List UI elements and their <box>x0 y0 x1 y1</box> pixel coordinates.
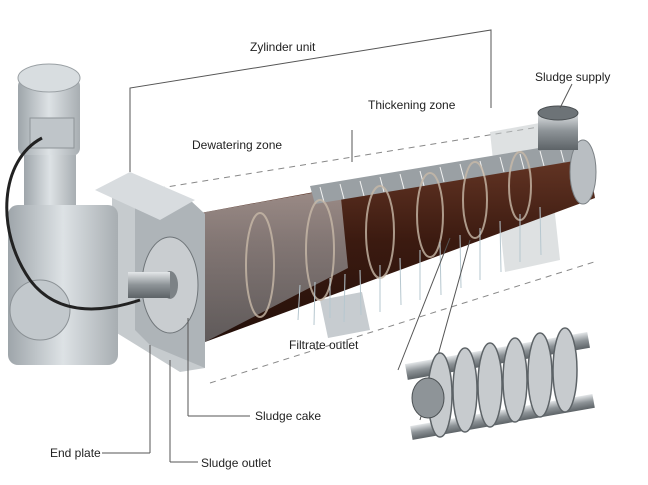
gearbox-flange <box>9 279 71 341</box>
label-thickening-zone: Thickening zone <box>368 98 456 112</box>
filtrate-drips <box>297 206 542 326</box>
output-shaft <box>128 272 170 298</box>
label-sludge-cake: Sludge cake <box>255 409 322 423</box>
frame-guide-top <box>147 125 546 191</box>
gearbox-upper <box>24 155 76 205</box>
drum-end-cap <box>569 139 597 205</box>
motor-cable <box>5 136 141 311</box>
label-end-plate: End plate <box>50 446 101 460</box>
ring-assembly-detail <box>405 327 595 440</box>
terminal-box <box>29 117 75 149</box>
cylinder-unit-bracket <box>129 29 492 172</box>
drum-shell-dewatering <box>195 188 348 342</box>
zoom-line-upper <box>397 237 451 371</box>
inlet-mouth <box>537 105 579 121</box>
label-cylinder-unit: Zylinder unit <box>250 40 316 54</box>
thickening-ring-band <box>310 142 580 204</box>
base-foot-right <box>320 292 370 338</box>
frame-guide-bottom <box>209 261 595 384</box>
label-filtrate-outlet: Filtrate outlet <box>289 338 359 352</box>
label-sludge-supply: Sludge supply <box>535 70 611 84</box>
label-sludge-outlet: Sludge outlet <box>201 456 272 470</box>
label-dewatering-zone: Dewatering zone <box>192 138 283 152</box>
leader-sludge-supply <box>559 83 573 109</box>
motor-fan-cover <box>17 63 81 93</box>
housing-top <box>95 172 195 220</box>
